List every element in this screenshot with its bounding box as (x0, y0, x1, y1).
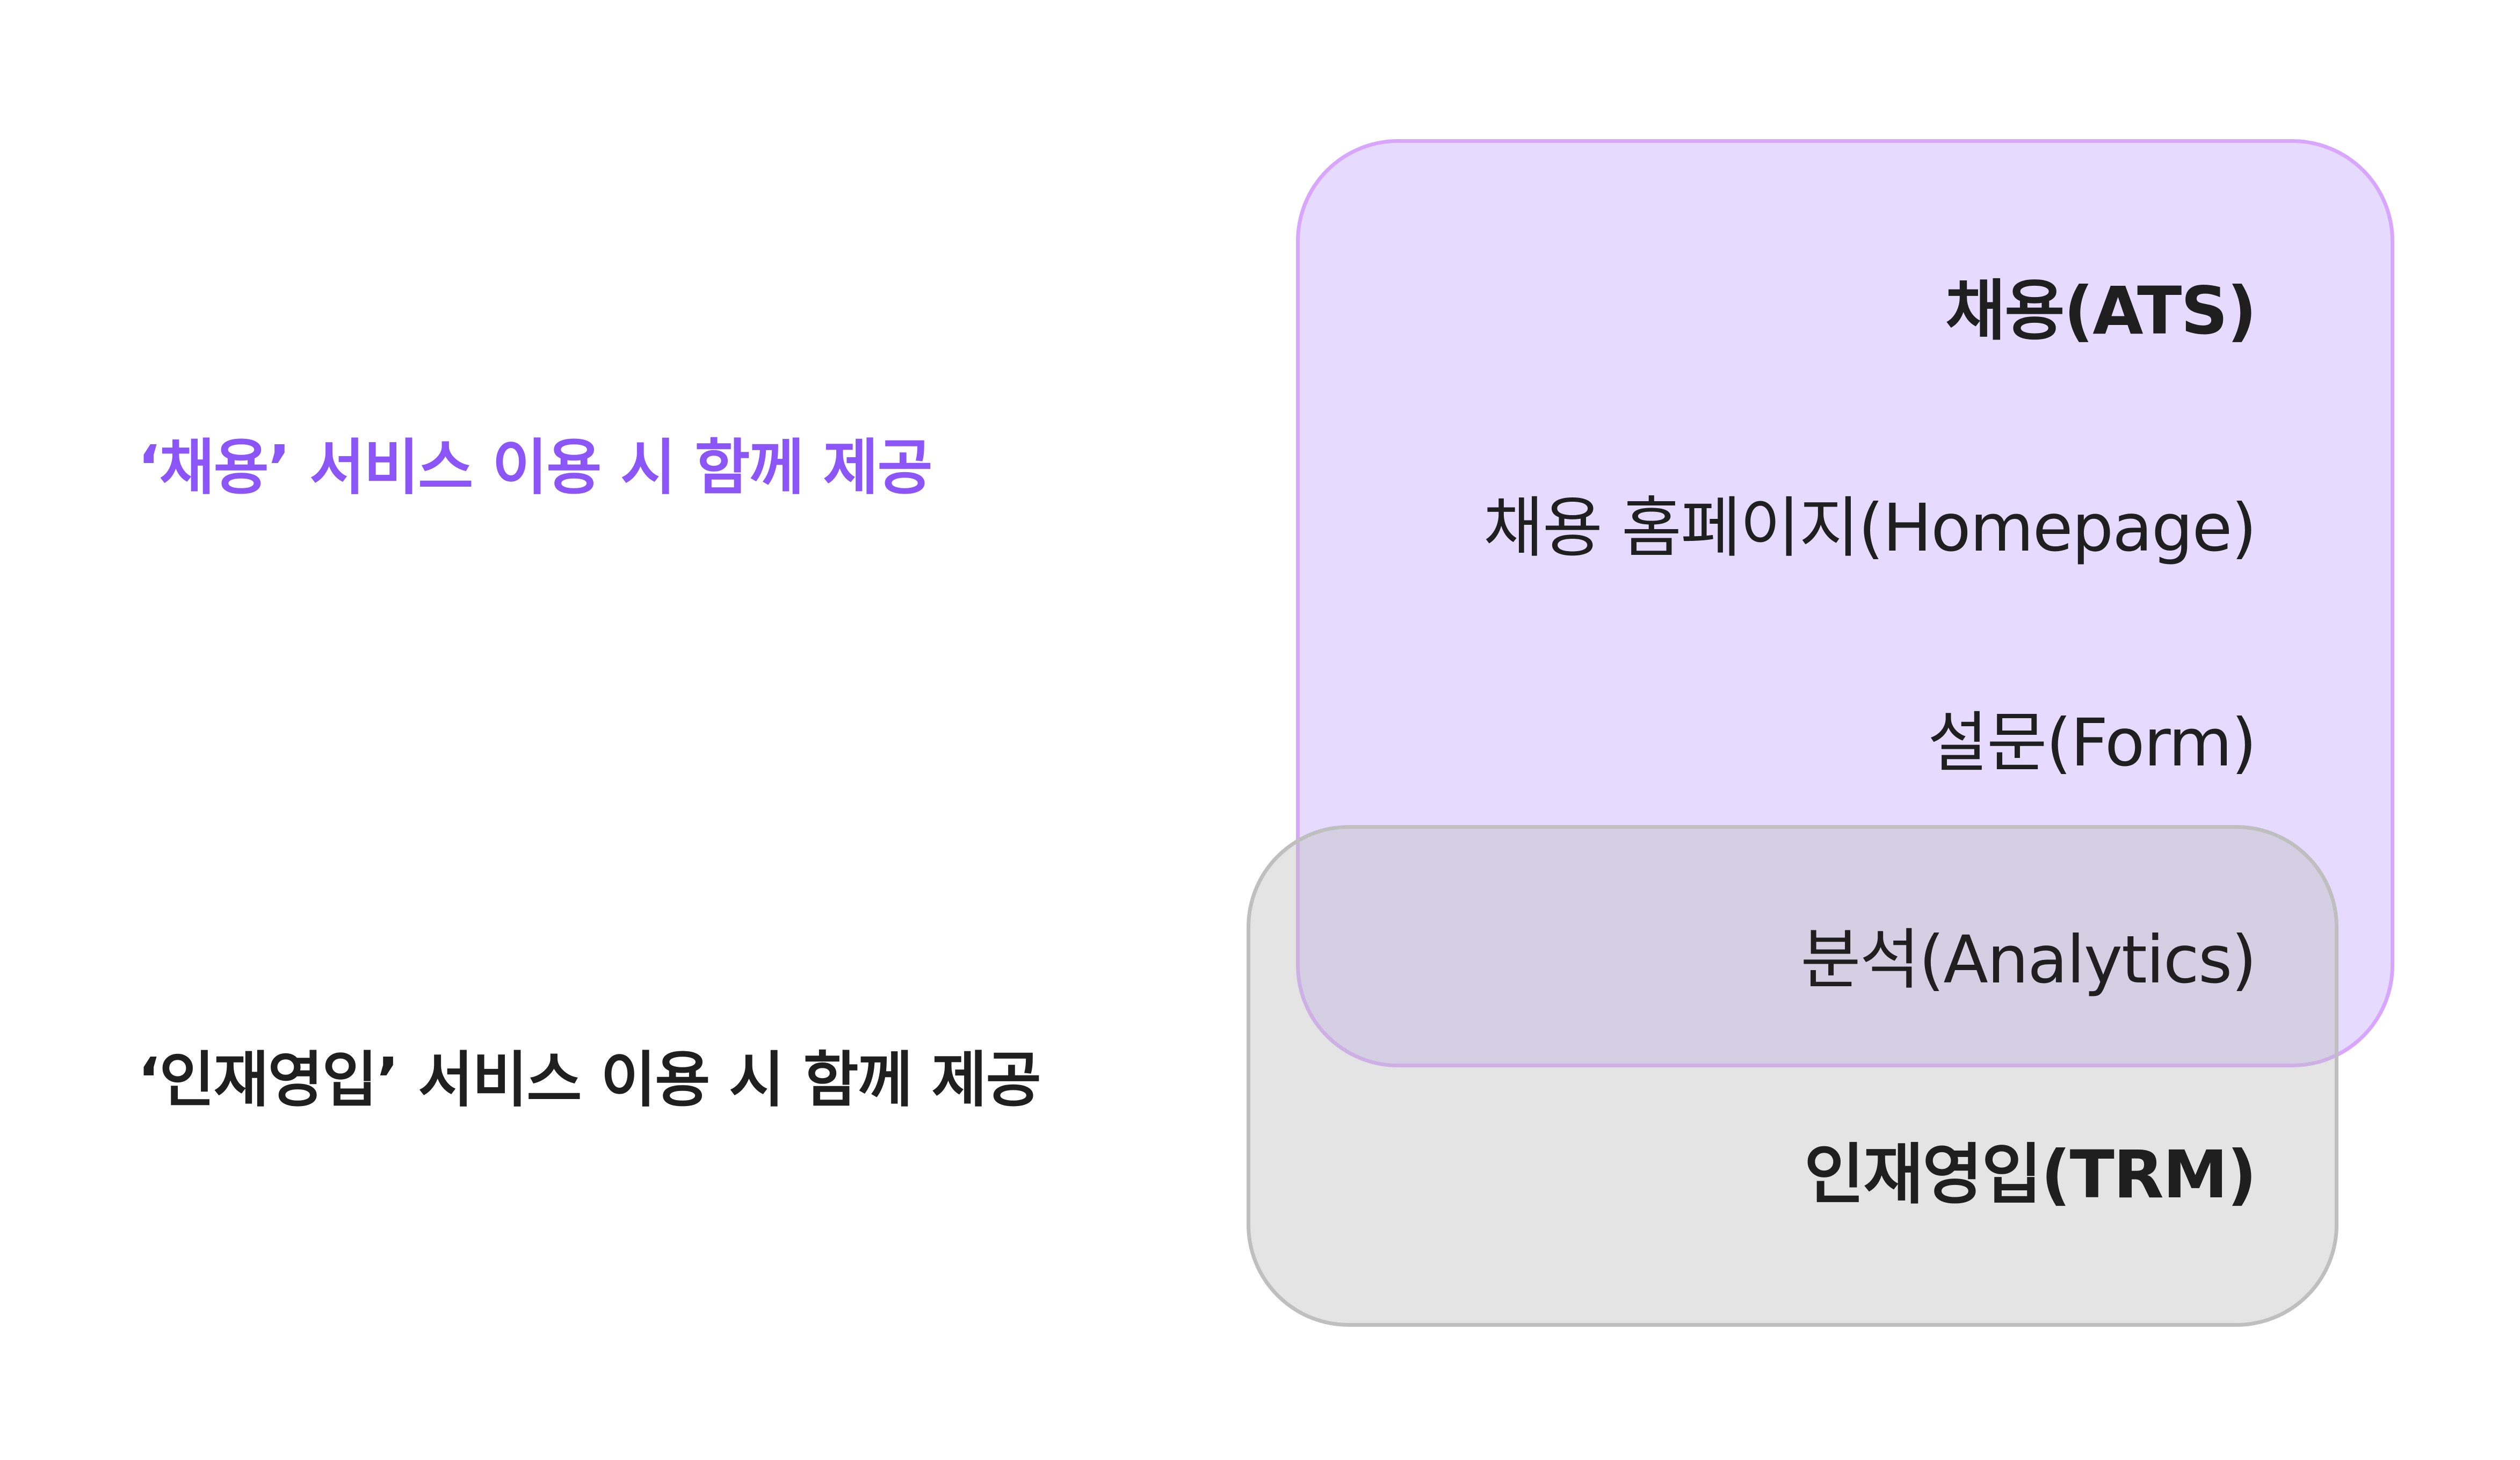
ats-included-label: ‘채용’ 서비스 이용 시 함께 제공 (137, 433, 933, 503)
trm-included-label: ‘인재영입’ 서비스 이용 시 함께 제공 (137, 1045, 1041, 1115)
item-form: 설문(Form) (1928, 705, 2257, 781)
trm-group-box (1247, 825, 2338, 1327)
item-homepage: 채용 홈페이지(Homepage) (1483, 490, 2257, 566)
item-trm: 인재영입(TRM) (1804, 1137, 2257, 1213)
ats-group-box (1296, 139, 2394, 1067)
item-analytics: 분석(Analytics) (1800, 922, 2257, 998)
item-ats: 채용(ATS) (1945, 273, 2257, 349)
